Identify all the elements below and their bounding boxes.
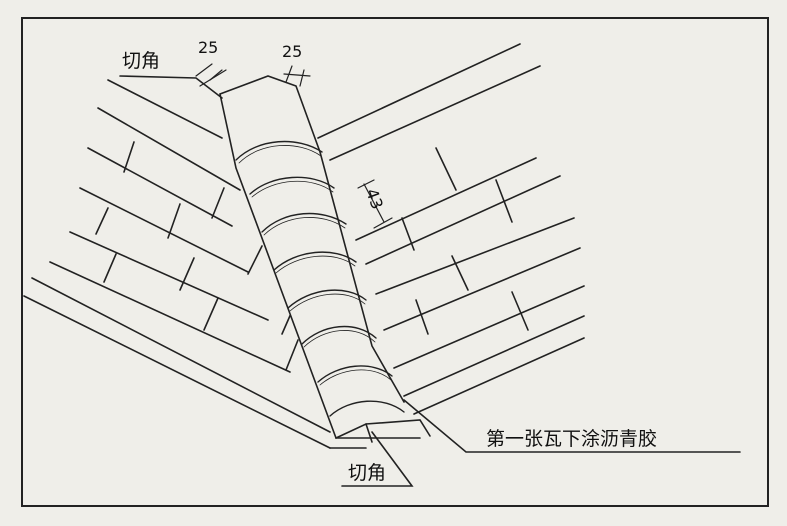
- dim-left-label: 25: [198, 38, 219, 57]
- drawing-border: [21, 17, 769, 507]
- first-tile-note-label: 第一张瓦下涂沥青胶: [486, 428, 658, 450]
- ridge-tile-strip: [220, 76, 420, 438]
- dim-right-label: 25: [282, 42, 303, 61]
- top-corner-cut-label: 切角: [122, 50, 161, 72]
- dim-43: [357, 179, 393, 229]
- right-roof-slope: [317, 43, 585, 415]
- ridge-strip-left-edge: [219, 93, 337, 439]
- dim-right-25: [283, 65, 311, 87]
- ridge-tiles: [235, 140, 405, 417]
- bottom-note-leader: [403, 399, 741, 453]
- bottom-corner-leader: [341, 431, 414, 487]
- first-tile-block: [329, 419, 431, 449]
- top-corner-leader: [119, 75, 223, 99]
- bottom-corner-cut-label: 切角: [348, 462, 387, 484]
- dim-left-25: [195, 63, 227, 87]
- ridge-strip-right-edge: [219, 75, 405, 403]
